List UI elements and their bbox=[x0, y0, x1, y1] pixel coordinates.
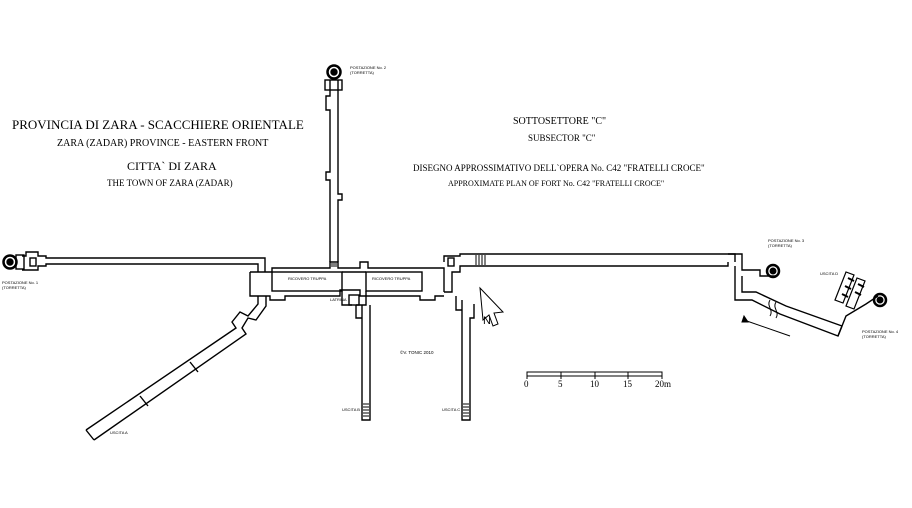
label-ricovero-1: RICOVERO TRUPPA bbox=[288, 276, 327, 281]
subtitle-subsector-en: SUBSECTOR "C" bbox=[528, 133, 596, 143]
label-ricovero-2: RICOVERO TRUPPA bbox=[372, 276, 411, 281]
label-post-2: POSTAZIONE No. 2 (TORRETTA) bbox=[350, 65, 387, 75]
shaft-c bbox=[455, 296, 475, 421]
stairs-b bbox=[363, 403, 369, 417]
label-uscita-c: USCITA C bbox=[442, 407, 461, 412]
left-corridor bbox=[22, 251, 266, 272]
label-post-3-sub: (TORRETTA) bbox=[768, 242, 792, 248]
label-post-4-name: POSTAZIONE No. 4 bbox=[862, 329, 899, 334]
label-post-2-sub: (TORRETTA) bbox=[350, 69, 374, 75]
north-shaft bbox=[324, 79, 343, 262]
turret-post-4 bbox=[872, 292, 888, 308]
label-uscita-d: USCITA D bbox=[820, 271, 839, 276]
credit: ©V. TONIC 2010 bbox=[400, 350, 434, 355]
break-marks bbox=[741, 299, 791, 337]
central-block bbox=[249, 261, 445, 306]
stairs-c bbox=[463, 403, 469, 417]
turret-post-3 bbox=[765, 263, 781, 279]
label-post-3: POSTAZIONE No. 3 (TORRETTA) bbox=[768, 238, 805, 248]
label-post-4-sub: (TORRETTA) bbox=[862, 333, 886, 339]
stairs-right-corridor bbox=[475, 255, 486, 265]
scale-tick-15: 15 bbox=[623, 379, 632, 389]
stairs bbox=[331, 255, 865, 417]
label-post-2-name: POSTAZIONE No. 2 bbox=[350, 65, 387, 70]
scale-tick-10: 10 bbox=[590, 379, 599, 389]
title-province: PROVINCIA DI ZARA - SCACCHIERE ORIENTALE bbox=[12, 117, 304, 132]
diagonal-corridor bbox=[85, 296, 267, 441]
exit-d bbox=[834, 271, 866, 310]
label-post-4: POSTAZIONE No. 4 (TORRETTA) bbox=[862, 329, 899, 339]
stairs-north bbox=[331, 263, 337, 267]
compass-letter: N bbox=[483, 315, 491, 327]
subtitle-province-en: ZARA (ZADAR) PROVINCE - EASTERN FRONT bbox=[57, 138, 269, 149]
title-city: CITTA` DI ZARA bbox=[127, 159, 217, 173]
label-post-1-name: POSTAZIONE No. 1 bbox=[2, 280, 39, 285]
label-uscita-b: USCITA B bbox=[342, 407, 360, 412]
subtitle-plan-en: APPROXIMATE PLAN OF FORT No. C42 "FRATEL… bbox=[448, 179, 665, 188]
scale-tick-0: 0 bbox=[524, 379, 529, 389]
shaft-b bbox=[348, 294, 371, 421]
label-uscita-a: USCITA A bbox=[110, 430, 128, 435]
subtitle-city-en: THE TOWN OF ZARA (ZADAR) bbox=[107, 178, 233, 188]
scale-tick-5: 5 bbox=[558, 379, 563, 389]
label-latrina: LATRINA bbox=[330, 297, 347, 302]
turret-post-2 bbox=[326, 64, 342, 80]
turret-post-1 bbox=[2, 254, 25, 270]
right-corridor bbox=[443, 253, 736, 293]
scale-tick-20: 20m bbox=[655, 379, 672, 389]
label-post-1: POSTAZIONE No. 1 (TORRETTA) bbox=[2, 280, 39, 290]
compass-arrow bbox=[479, 286, 505, 327]
label-post-1-sub: (TORRETTA) bbox=[2, 284, 26, 290]
title-plan: DISEGNO APPROSSIMATIVO DELL`OPERA No. C4… bbox=[413, 163, 705, 173]
stairs-exit-d bbox=[841, 277, 865, 298]
title-subsector: SOTTOSETTORE "C" bbox=[513, 116, 607, 127]
right-wing bbox=[728, 253, 879, 337]
scale-bar bbox=[526, 371, 663, 379]
label-post-3-name: POSTAZIONE No. 3 bbox=[768, 238, 805, 243]
